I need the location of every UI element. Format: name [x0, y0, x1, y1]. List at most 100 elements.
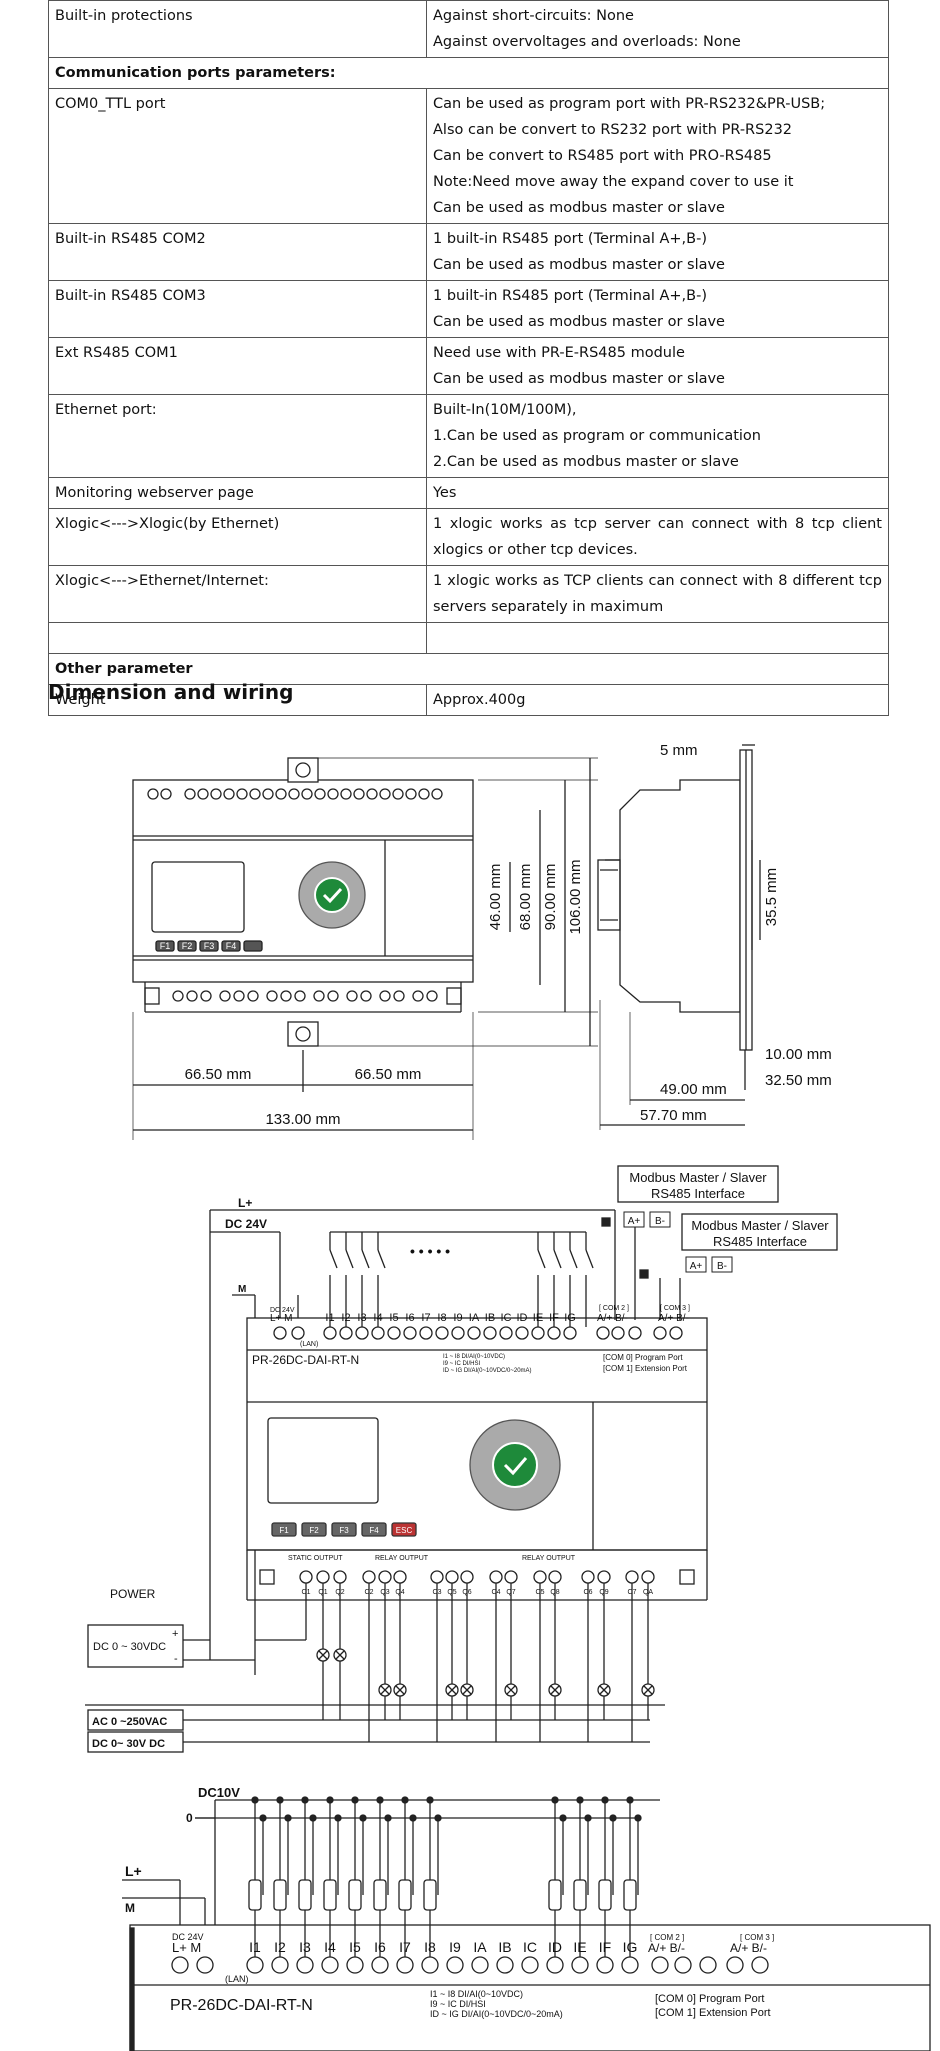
terminal-circle [379, 788, 391, 800]
terminal-circle [445, 1570, 459, 1584]
input-label-i6: I6 [405, 1312, 414, 1324]
terminal-circle [301, 788, 313, 800]
terminal-circle [674, 1956, 692, 1974]
front-vertical-dimensions [318, 757, 598, 1047]
output-label-q8: Q8 [550, 1589, 559, 1596]
dim-32-5mm: 32.50 mm [765, 1072, 832, 1089]
spec-row: Xlogic<--->Xlogic(by Ethernet)1 xlogic w… [48, 508, 889, 566]
terminal-circle [327, 788, 339, 800]
w1-modbus-1-title: Modbus Master / Slaver [629, 1170, 767, 1185]
input-label-ia: IA [473, 1939, 487, 1955]
wiring-diagram-1-lines [85, 1209, 708, 1753]
fkey-f1 [271, 1522, 297, 1537]
junction [301, 1796, 309, 1804]
w1-relay-output-2: RELAY OUTPUT [522, 1555, 576, 1562]
w1-port-1: [COM 0] Program Port [603, 1353, 683, 1362]
terminal-circle [360, 990, 372, 1002]
output-label-c2: C2 [365, 1589, 374, 1596]
param-label: Ext RS485 COM1 [48, 337, 427, 395]
w1-modbus-2-title: Modbus Master / Slaver [691, 1218, 829, 1233]
terminal-circle [236, 788, 248, 800]
sensor [298, 1879, 312, 1911]
terminal-circle [446, 1956, 464, 1974]
terminal-circle [299, 1570, 313, 1584]
terminal-circle [393, 990, 405, 1002]
input-label-i2: I2 [341, 1312, 350, 1324]
dim-5mm: 5 mm [660, 742, 698, 759]
w2-lplus: L+ [125, 1863, 142, 1879]
output-label-q9: Q9 [599, 1589, 608, 1596]
w2-dc10v: DC10V [198, 1785, 240, 1800]
terminal-circle [249, 788, 261, 800]
output-label-c4: C4 [492, 1589, 501, 1596]
param-value-line: 1 built-in RS485 port (Terminal A+,B-) [433, 288, 707, 304]
w1-port-2: [COM 1] Extension Port [603, 1364, 688, 1373]
terminal-circle [275, 788, 287, 800]
sensor [548, 1879, 562, 1911]
output-label-q1: Q1 [318, 1589, 327, 1596]
param-value-line: Need use with PR-E-RS485 module [433, 345, 685, 361]
dim-66-50-left: 66.50 mm [185, 1066, 252, 1083]
param-value: Can be used as program port with PR-RS23… [426, 88, 889, 224]
load-lamp-mark [506, 1685, 516, 1695]
terminal-circle [393, 1570, 407, 1584]
terminal-circle [596, 1956, 614, 1974]
w2-com2: [ COM 2 ] [650, 1933, 684, 1942]
terminal-circle [396, 1956, 414, 1974]
terminal-circle [197, 788, 209, 800]
terminal-circle [366, 788, 378, 800]
input-label-i5: I5 [389, 1312, 398, 1324]
terminal-circle [339, 1326, 353, 1340]
terminal-circle [621, 1956, 639, 1974]
load-lamp-mark [335, 1650, 345, 1660]
terminal-circle [489, 1570, 503, 1584]
wiring-diagram-2-lines [122, 1799, 931, 2051]
input-label-i1: I1 [325, 1312, 334, 1324]
param-value-line: Can be used as modbus master or slave [433, 371, 725, 387]
spec-row: Xlogic<--->Ethernet/Internet:1 xlogic wo… [48, 565, 889, 623]
input-label-i4: I4 [324, 1939, 336, 1955]
terminal-square [259, 1569, 275, 1585]
param-value-line: Built-In(10M/100M), [433, 402, 577, 418]
spec-row: Ethernet port:Built-In(10M/100M),1.Can b… [48, 394, 889, 478]
junction [276, 1796, 284, 1804]
w1-modbus-1-sub: RS485 Interface [651, 1186, 745, 1201]
terminal-circle [346, 990, 358, 1002]
terminal-circle [669, 1326, 683, 1340]
junction [251, 1796, 259, 1804]
output-label-qa: QA [643, 1589, 653, 1596]
terminal-circle [421, 1956, 439, 1974]
terminal-circle [392, 788, 404, 800]
dim-90mm: 90.00 mm [542, 864, 559, 931]
fkey-esc [391, 1522, 417, 1537]
junction [601, 1796, 609, 1804]
sensor [423, 1879, 437, 1911]
w1-note-1: I1 ~ I8 DI/AI(0~10VDC) [443, 1354, 505, 1360]
sensor [623, 1879, 637, 1911]
w1-ellipsis: • • • • • [410, 1243, 450, 1259]
input-label-ig: IG [623, 1939, 638, 1955]
output-label-q4: Q4 [395, 1589, 404, 1596]
w1-lplus: L+ [238, 1196, 252, 1210]
terminal-circle [471, 1956, 489, 1974]
dim-49mm: 49.00 mm [660, 1081, 727, 1098]
terminal-circle [460, 1570, 474, 1584]
load-lamp-mark [643, 1685, 653, 1695]
fkey-label: F1 [279, 1526, 289, 1535]
terminal-circle [533, 1570, 547, 1584]
front-top-terminals [147, 788, 443, 800]
input-label-if: IF [599, 1939, 611, 1955]
terminal-circle [419, 1326, 433, 1340]
front-fkey-1: F1 [160, 941, 171, 951]
input-label-ie: IE [533, 1312, 543, 1324]
terminal-circle [581, 1570, 595, 1584]
terminal-circle [641, 1570, 655, 1584]
dim-106mm: 106.00 mm [567, 859, 584, 934]
wiring-1-input-switches [329, 1231, 594, 1327]
wiring-2-sensors [195, 1796, 642, 1957]
sensor [248, 1879, 262, 1911]
load-lamp-mark [447, 1685, 457, 1695]
w1-modbus-2-sub: RS485 Interface [713, 1234, 807, 1249]
